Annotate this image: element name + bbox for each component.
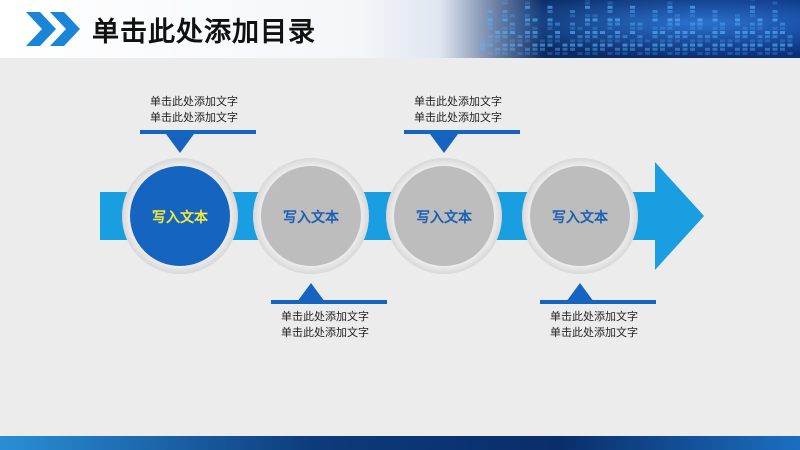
callout-pointer (566, 283, 594, 302)
caption-line: 单击此处添加文字 (550, 326, 638, 339)
caption-line: 单击此处添加文字 (414, 111, 502, 124)
step-circle[interactable] (261, 166, 361, 266)
header-bar: 单击此处添加目录 (0, 0, 800, 58)
callout-bar (271, 300, 387, 304)
step-circle[interactable] (394, 166, 494, 266)
caption-line: 单击此处添加文字 (550, 310, 638, 323)
step-caption: 单击此处添加文字单击此处添加文字 (150, 94, 238, 126)
step-caption: 单击此处添加文字单击此处添加文字 (414, 94, 502, 126)
callout-pointer (297, 283, 325, 302)
caption-line: 单击此处添加文字 (150, 95, 238, 108)
step-label: 写入文本 (283, 210, 339, 226)
caption-line: 单击此处添加文字 (150, 111, 238, 124)
caption-line: 单击此处添加文字 (281, 326, 369, 339)
step-circle[interactable] (530, 166, 630, 266)
callout-bar (404, 130, 520, 134)
step-caption: 单击此处添加文字单击此处添加文字 (550, 309, 638, 341)
header-glow (470, 0, 800, 58)
callout-pointer (430, 134, 458, 153)
double-chevron-icon (26, 12, 80, 46)
callout-bar (140, 130, 256, 134)
caption-line: 单击此处添加文字 (281, 310, 369, 323)
step-label: 写入文本 (152, 210, 208, 226)
callout-bar (540, 300, 656, 304)
caption-line: 单击此处添加文字 (414, 95, 502, 108)
step-label: 写入文本 (416, 210, 472, 226)
page-title: 单击此处添加目录 (92, 17, 316, 48)
step-circle[interactable] (130, 166, 230, 266)
footer-bar (0, 436, 800, 450)
callout-pointer (166, 134, 194, 153)
header-pixel-pattern (480, 0, 793, 55)
step-caption: 单击此处添加文字单击此处添加文字 (281, 309, 369, 341)
step-label: 写入文本 (552, 210, 608, 226)
